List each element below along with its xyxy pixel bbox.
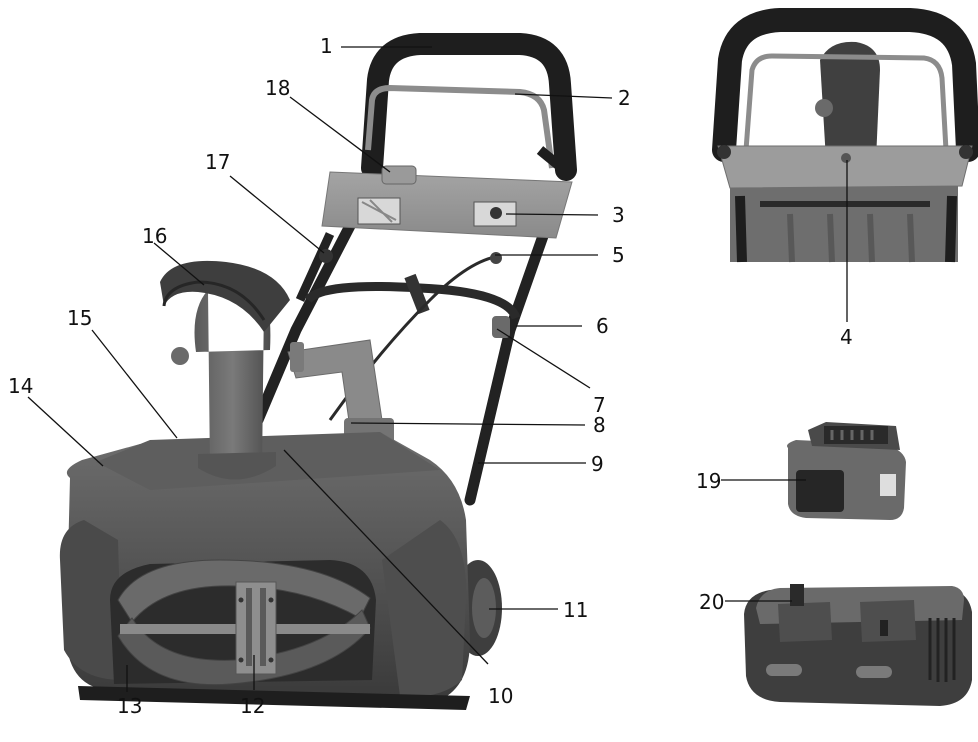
callout-11: 11 bbox=[563, 598, 588, 622]
callout-8: 8 bbox=[593, 413, 606, 437]
discharge-chute bbox=[194, 290, 271, 476]
callout-9: 9 bbox=[591, 452, 604, 476]
callout-3: 3 bbox=[612, 203, 625, 227]
callout-16: 16 bbox=[142, 224, 167, 248]
handle-detail-view bbox=[688, 0, 978, 263]
callout-6: 6 bbox=[596, 314, 609, 338]
callout-10: 10 bbox=[488, 684, 513, 708]
callout-20: 20 bbox=[699, 590, 724, 614]
chute-deflector bbox=[160, 260, 290, 332]
snow-thrower-illustration bbox=[59, 33, 577, 710]
callout-15: 15 bbox=[67, 306, 92, 330]
charger bbox=[744, 584, 972, 706]
battery-pack bbox=[787, 422, 906, 520]
callout-12: 12 bbox=[240, 694, 265, 718]
callout-2: 2 bbox=[618, 86, 631, 110]
leader-lines bbox=[27, 46, 848, 692]
callout-7: 7 bbox=[593, 393, 606, 417]
callout-18: 18 bbox=[265, 76, 290, 100]
callout-19: 19 bbox=[696, 469, 721, 493]
callout-4: 4 bbox=[840, 325, 853, 349]
callout-17: 17 bbox=[205, 150, 230, 174]
handle-frame bbox=[252, 216, 358, 426]
callout-14: 14 bbox=[8, 374, 33, 398]
callout-labels: 1 2 3 4 5 6 7 8 9 10 11 12 13 14 15 16 1… bbox=[8, 34, 853, 718]
safety-bail bbox=[365, 84, 555, 169]
callout-13: 13 bbox=[117, 694, 142, 718]
callout-5: 5 bbox=[612, 243, 625, 267]
upper-handle bbox=[361, 33, 577, 181]
callout-1: 1 bbox=[320, 34, 333, 58]
